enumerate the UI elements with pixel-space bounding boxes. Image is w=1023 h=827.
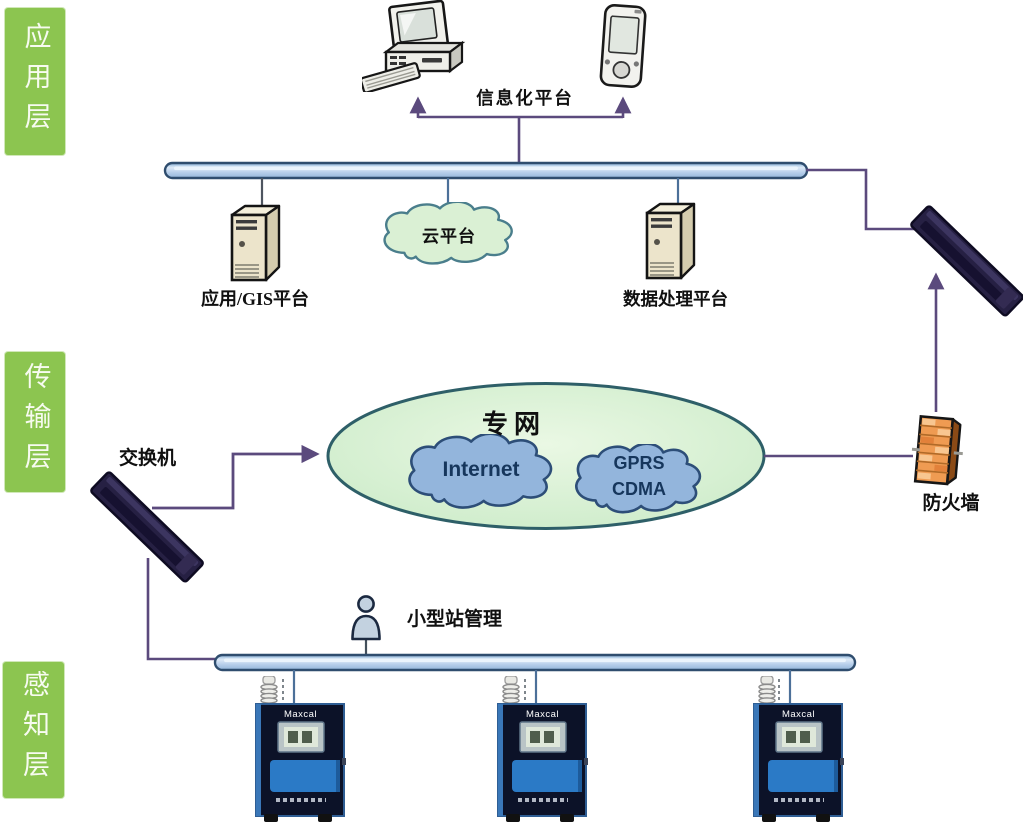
station-mgmt-label: 小型站管理 [406,609,502,630]
cdma-label: CDMA [612,479,666,499]
monitoring-device-2 [496,675,589,827]
switch-label: 交换机 [118,448,176,469]
firewall-icon [910,410,966,495]
monitoring-device-3 [752,675,845,827]
cloud-platform-icon [376,202,522,273]
device-brand-label: Maxcal [283,709,318,720]
gprs-label: GPRS [613,453,665,473]
layer-application-label: 应用层 [20,21,51,142]
app-gis-label: 应用/GIS平台 [200,289,310,309]
device-dashed-lines [282,679,780,705]
device-drop-lines [292,670,792,706]
switch-to-network-arrow [152,444,320,510]
data-processing-label: 数据处理平台 [623,289,728,309]
pda-handheld-icon [597,4,649,97]
firewall-label: 防火墙 [922,493,980,514]
switch-to-lower-bus-line [146,558,216,661]
desktop-computer-icon [359,0,467,97]
device-brand-label: Maxcal [525,709,560,720]
layer-transmission: 传输层 [5,352,65,492]
bus-to-router-line [806,168,916,231]
upper-bus-bar [163,161,809,180]
info-platform-label: 信息化平台 [476,88,574,108]
router-icon [906,202,1023,329]
info-platform-connector [409,96,632,164]
device-brand-label: Maxcal [781,709,816,720]
switch-icon [86,468,208,595]
private-network-label: 专网 [481,410,546,439]
data-processing-server-icon [643,201,701,286]
monitoring-device-1 [254,675,347,827]
internet-label: Internet [442,458,520,481]
layer-application: 应用层 [5,8,65,155]
layer-perception-label: 感知层 [19,670,49,790]
gprs-cdma-cloud-icon [568,444,710,523]
cloud-platform-label: 云平台 [422,227,476,246]
internet-cloud-icon [400,434,562,519]
app-gis-server-icon [228,203,286,288]
person-icon [349,595,383,646]
layer-transmission-label: 传输层 [20,362,51,482]
lower-bus-bar [213,653,857,672]
layer-perception: 感知层 [3,662,64,798]
